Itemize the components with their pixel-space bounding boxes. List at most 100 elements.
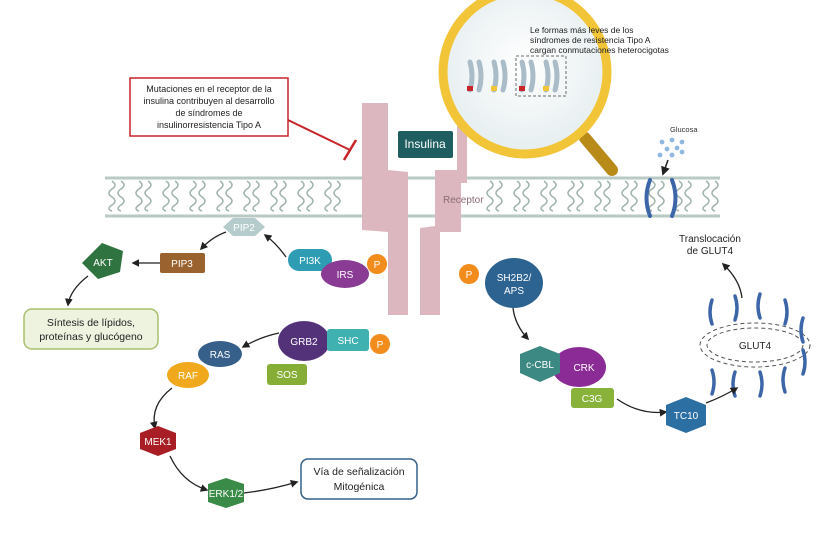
glucose-dot [657,152,663,158]
lipid-tail [711,180,719,212]
lipid-tail [576,180,584,212]
synthesis-line-1: Síntesis de lípidos, [47,317,135,329]
p-sh2b2-label: P [466,270,473,281]
arrow-glut4-to-translocation [721,262,743,299]
glucose-dot [659,139,665,145]
lipid-tail [270,180,278,212]
mutation-note-box [129,77,289,137]
receptor-right-arm [457,103,467,183]
glut4-transporter [799,316,805,344]
glut4-transporter [731,370,737,398]
chromosome-pair [519,59,536,93]
grb2-label: GRB2 [290,337,318,348]
sh2b2-line-2: APS [504,286,524,297]
p-irs-shape [367,254,387,274]
node-pi3k: PI3K [288,249,332,271]
node-sos: SOS [267,364,307,385]
glut4-transporter [801,348,807,376]
lipid-tail [279,180,287,212]
glut4-transporter [756,292,762,320]
glut4-transporters [708,292,807,398]
glut4-vesicle: GLUT4 [699,292,811,398]
arrow-sh2b2-to-ccbl [512,307,530,341]
chromosome [519,59,527,93]
chromosome [543,59,551,93]
c3g-shape [571,388,614,408]
lipid-tail [603,180,611,212]
lipid-tail [198,180,206,212]
insulin-box [398,131,453,158]
vesicle-inner [706,327,804,363]
glucose-dot [674,145,680,151]
lipid-tail [171,180,179,212]
ras-label: RAS [210,350,231,361]
lipid-tail [243,180,251,212]
node-akt: AKT [82,243,123,279]
arrow-mek1-to-erk [169,455,209,492]
magnifier-handle [579,132,618,176]
chromosome-pair [491,59,508,93]
chromosome [500,59,508,93]
lipid-tail [216,180,224,212]
lipid-tail [684,180,692,212]
irs-shape [321,260,369,288]
lipid-tail [540,180,548,212]
glucose-dot [679,149,685,155]
mutation-band [519,86,525,91]
sos-label: SOS [276,370,297,381]
p-irs-label: P [374,260,381,271]
ccbl-label: c-CBL [526,360,554,371]
lipid-tail [252,180,260,212]
node-crk: CRK [552,347,606,387]
glut4-label: GLUT4 [739,341,772,352]
arrow-tc10-to-glut4 [705,387,739,404]
chromosome [491,59,499,93]
insulin-receptor: Receptor [362,103,484,315]
magnifier-note-line-3: cargan conmutaciones heterocigotas [530,45,669,55]
receptor-left-chain [362,103,408,315]
glut4-transporter [733,294,739,322]
mutation-band [491,86,497,91]
lipid-tail [567,180,575,212]
lipid-tail [648,180,656,212]
lipid-tail [162,180,170,212]
glut4-transporter [783,298,789,326]
lipid-tail [549,180,557,212]
arrow-grb2-to-ras [241,332,280,348]
mutation-note-line-3: de síndromes de [175,108,242,118]
glut4-transporter [758,370,764,398]
glucose-label: Glucosa [670,125,698,134]
lipid-tail [495,180,503,212]
glucose-dot [679,139,685,145]
pip2-shape [223,218,265,236]
glucose-dots [657,137,685,158]
tc10-shape [666,397,706,433]
mitogenic-box [300,458,418,500]
magnifier-note-line-1: Le formas más leves de los [530,25,633,35]
receptor-label: Receptor [443,195,484,206]
chromosome-highlight-box [515,55,567,97]
lipid-tail [108,180,116,212]
cell-membrane [105,176,720,218]
tc10-label: TC10 [674,411,699,422]
arrow-erk-to-mitogenic [243,480,299,494]
node-c3g: C3G [571,388,614,408]
crk-label: CRK [573,363,594,374]
synthesis-box [23,308,159,350]
translocation-label-line-2: de GLUT4 [687,246,734,257]
glut4-transporter [781,366,787,394]
node-pip3: PIP3 [160,253,205,273]
chromosome [528,59,536,93]
magnifier-note-line-2: síndromes de resistencia Tipo A [530,35,651,45]
p-shc-label: P [377,340,384,351]
ras-shape [198,341,242,367]
node-p-sh2b2: P [459,264,479,284]
lipid-tail [486,180,494,212]
mutation-note-line-4: insulinorresistencia Tipo A [157,120,261,130]
magnifier: Le formas más leves de los síndromes de … [438,0,669,176]
mutation-note-line-2: insulina contribuyen al desarrollo [143,96,274,106]
lipid-tail [189,180,197,212]
synthesis-line-2: proteínas y glucógeno [39,331,142,343]
node-erk: ERK1/2 [208,478,244,508]
mutation-band [543,86,549,91]
